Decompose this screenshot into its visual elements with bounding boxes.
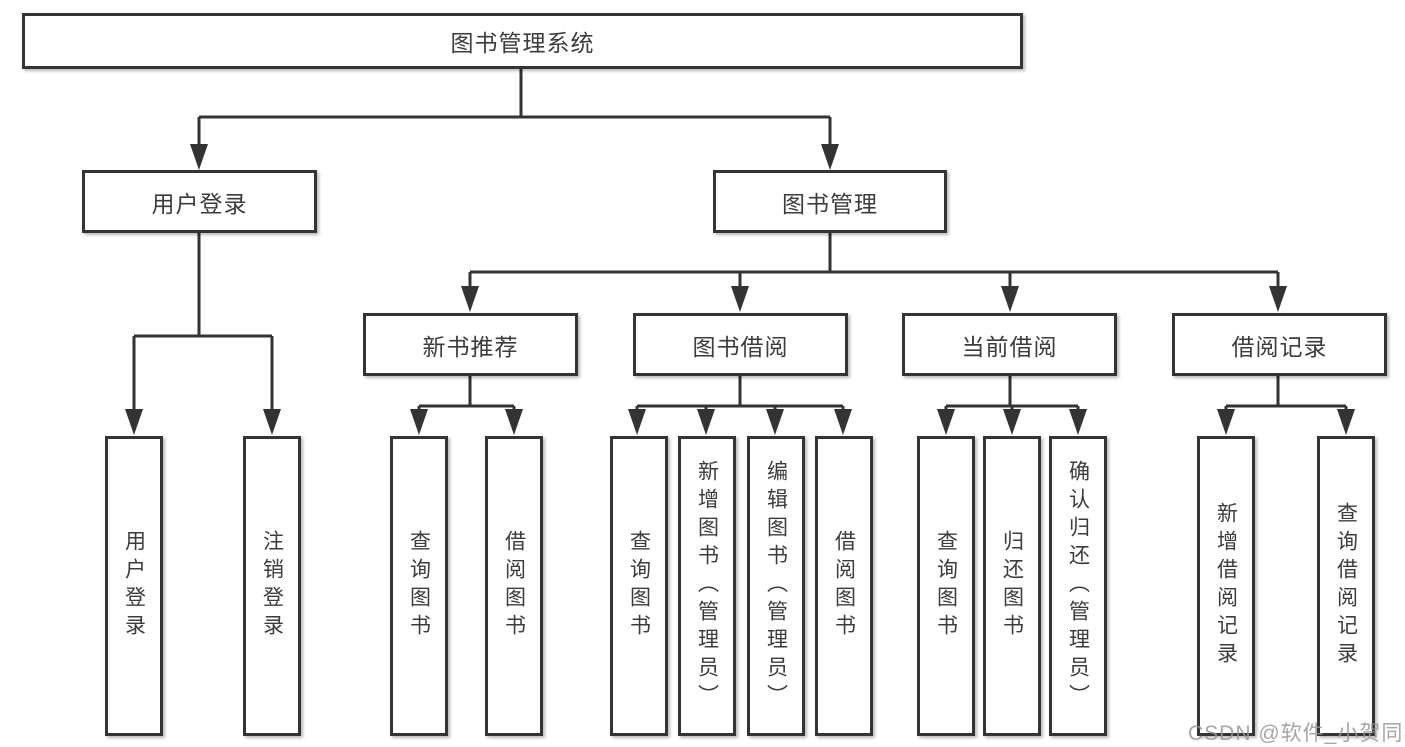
leaf-label: 新增图书（管理员） bbox=[695, 460, 719, 712]
leaf-label: 编辑图书（管理员） bbox=[764, 460, 788, 712]
node-label: 借阅记录 bbox=[1231, 333, 1328, 360]
node-label: 图书管理 bbox=[782, 190, 878, 217]
leaf-borrow-books: 借阅图书 bbox=[815, 436, 873, 736]
leaf-return-books: 归还图书 bbox=[983, 436, 1041, 736]
node-label: 新书推荐 bbox=[422, 333, 519, 360]
leaf-query-books: 查询图书 bbox=[610, 436, 668, 736]
node-label: 图书借阅 bbox=[692, 333, 789, 360]
leaf-label: 借阅图书 bbox=[832, 530, 856, 642]
node-label: 当前借阅 bbox=[961, 333, 1058, 360]
leaf-label: 确认归还（管理员） bbox=[1066, 460, 1090, 712]
leaf-query-books: 查询图书 bbox=[917, 436, 975, 736]
leaf-label: 用户登录 bbox=[122, 530, 146, 642]
leaf-user-login: 用户登录 bbox=[105, 436, 163, 736]
leaf-label: 归还图书 bbox=[1000, 530, 1024, 642]
leaf-query-borrow-record: 查询借阅记录 bbox=[1317, 436, 1375, 736]
leaf-logout: 注销登录 bbox=[243, 436, 301, 736]
node-library-management-system: 图书管理系统 bbox=[22, 13, 1023, 69]
node-book-borrowing: 图书借阅 bbox=[633, 313, 848, 376]
node-new-book-recommendation: 新书推荐 bbox=[363, 313, 578, 376]
leaf-label: 借阅图书 bbox=[502, 530, 526, 642]
csdn-watermark: CSDN @软件_小贺同学 bbox=[1188, 722, 1405, 745]
leaf-label: 查询借阅记录 bbox=[1334, 502, 1358, 670]
leaf-confirm-return-admin: 确认归还（管理员） bbox=[1049, 436, 1107, 736]
node-borrowing-records: 借阅记录 bbox=[1172, 313, 1387, 376]
leaf-add-borrow-record: 新增借阅记录 bbox=[1197, 436, 1255, 736]
leaf-edit-books-admin: 编辑图书（管理员） bbox=[747, 436, 805, 736]
arrowheads bbox=[125, 144, 1355, 435]
leaf-label: 查询图书 bbox=[407, 530, 431, 642]
leaf-label: 查询图书 bbox=[934, 530, 958, 642]
node-user-login: 用户登录 bbox=[82, 170, 317, 233]
node-current-borrowing: 当前借阅 bbox=[902, 313, 1117, 376]
node-book-management: 图书管理 bbox=[713, 170, 947, 233]
leaf-add-books-admin: 新增图书（管理员） bbox=[678, 436, 736, 736]
node-label: 图书管理系统 bbox=[450, 30, 595, 56]
leaf-query-books: 查询图书 bbox=[390, 436, 448, 736]
leaf-borrow-books: 借阅图书 bbox=[485, 436, 543, 736]
leaf-label: 新增借阅记录 bbox=[1214, 502, 1238, 670]
leaf-label: 注销登录 bbox=[260, 530, 284, 642]
leaf-label: 查询图书 bbox=[627, 530, 651, 642]
node-label: 用户登录 bbox=[151, 190, 248, 217]
